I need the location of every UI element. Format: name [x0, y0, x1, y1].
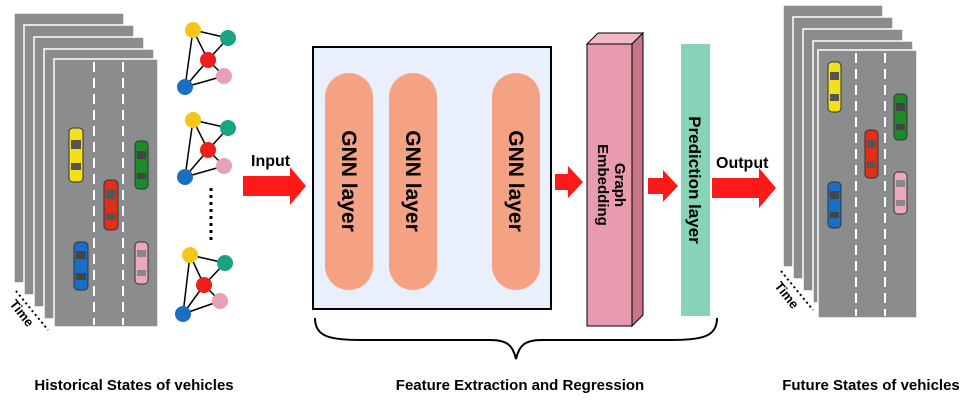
graph-node — [220, 120, 236, 136]
embedding-label-line2: Embedding — [594, 144, 611, 226]
graph-1 — [177, 22, 236, 95]
embedding-arrow — [555, 166, 583, 198]
prediction-arrow — [648, 170, 678, 202]
gnn-layer-pill — [492, 73, 540, 290]
graph-node — [182, 247, 198, 263]
input-arrow — [243, 167, 306, 205]
graph-node — [200, 52, 216, 68]
graph-node — [216, 68, 232, 84]
output-arrow — [712, 168, 776, 208]
gnn-layer-label: GNN layer — [504, 130, 527, 232]
graph-node — [177, 79, 193, 95]
output-label: Output — [716, 155, 769, 172]
gnn-layer-label: GNN layer — [401, 130, 424, 232]
graph-node — [212, 293, 228, 309]
future-caption: Future States of vehicles — [782, 377, 960, 394]
graph-node — [185, 22, 201, 38]
car-yellow — [68, 127, 84, 183]
graph-node — [200, 142, 216, 158]
gnn-layer-pill — [389, 73, 437, 290]
car-yellow — [827, 61, 842, 113]
graph-node — [196, 277, 212, 293]
car-blue — [73, 241, 89, 291]
historical-frames — [13, 12, 159, 328]
input-label: Input — [251, 153, 291, 170]
gnn-layer-pill — [325, 73, 373, 290]
car-blue — [827, 181, 842, 229]
historical-caption: Historical States of vehicles — [34, 377, 233, 394]
future-frames — [782, 4, 918, 319]
car-pink — [134, 241, 149, 285]
prediction-layer-block — [681, 44, 710, 316]
time-label-right: Time — [772, 279, 802, 312]
car-red — [103, 179, 119, 231]
graph-node — [220, 30, 236, 46]
time-axis-left — [15, 290, 49, 331]
time-axis-right — [780, 270, 814, 311]
gnn-layer-label: GNN layer — [337, 130, 360, 232]
embedding-label-line1: Graph — [611, 163, 628, 207]
car-pink — [893, 171, 908, 215]
graph-embedding-block — [585, 31, 645, 328]
graph-node — [185, 112, 201, 128]
graph-node — [216, 158, 232, 174]
graph-node — [177, 169, 193, 185]
car-red — [864, 129, 879, 179]
prediction-layer-label: Prediction layer — [685, 116, 704, 244]
graph-2 — [177, 112, 236, 185]
brace — [314, 317, 718, 360]
time-label-left: Time — [7, 297, 37, 330]
graph-node — [217, 255, 233, 271]
graph-node — [175, 306, 191, 322]
car-green — [134, 140, 149, 190]
feature-caption: Feature Extraction and Regression — [396, 377, 644, 394]
graph-3 — [175, 247, 233, 322]
car-green — [893, 93, 908, 141]
